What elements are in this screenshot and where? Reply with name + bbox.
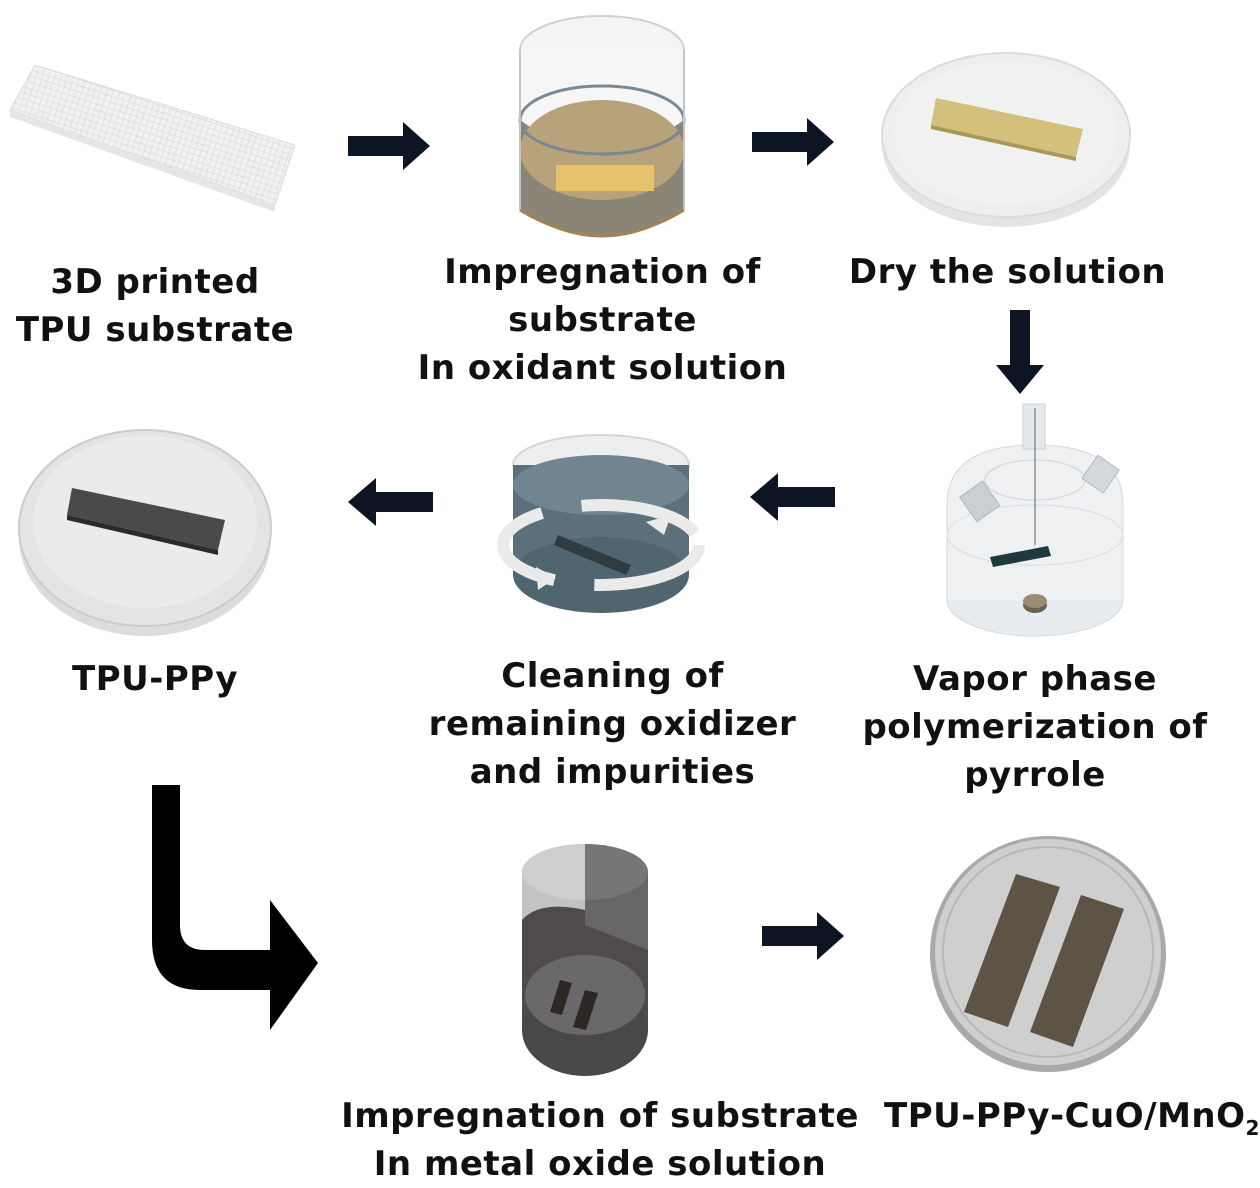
- arrow-right-icon: [752, 118, 837, 166]
- step-label-final: TPU-PPy-CuO/MnO2: [872, 1092, 1260, 1152]
- subscript: 2: [1245, 1115, 1260, 1140]
- label-line: In metal oxide solution: [373, 1144, 827, 1184]
- label-line: Impregnation of: [444, 252, 761, 292]
- step-label-dry: Dry the solution: [845, 248, 1170, 296]
- step-label-metal-oxide: Impregnation of substrate In metal oxide…: [340, 1092, 860, 1188]
- label-line: 3D printed: [50, 262, 260, 302]
- label-line: and impurities: [469, 752, 756, 792]
- label-line: TPU-PPy-CuO/MnO: [884, 1096, 1246, 1136]
- label-line: Impregnation of substrate: [341, 1096, 859, 1136]
- final-dish-illustration: [918, 832, 1178, 1077]
- cleaning-beaker-illustration: [496, 430, 706, 630]
- arrow-right-icon: [348, 122, 433, 170]
- label-line: Cleaning of: [501, 656, 724, 696]
- arrow-left-icon: [348, 478, 433, 526]
- step-label-tpu-ppy: TPU-PPy: [20, 655, 290, 703]
- label-line: remaining oxidizer: [428, 704, 797, 744]
- label-line: TPU-PPy: [72, 659, 238, 699]
- label-line: substrate: [508, 300, 697, 340]
- arrow-down-icon: [996, 310, 1046, 395]
- step-label-substrate: 3D printed TPU substrate: [0, 258, 310, 354]
- metal-oxide-beaker-illustration: [510, 840, 660, 1080]
- tpu-ppy-dish-illustration: [15, 410, 275, 640]
- arrow-right-icon: [762, 912, 847, 960]
- label-line: In oxidant solution: [417, 348, 788, 388]
- label-line: polymerization of: [862, 707, 1208, 747]
- label-line: Dry the solution: [848, 252, 1167, 292]
- step-label-oxidant: Impregnation of substrate In oxidant sol…: [410, 248, 795, 392]
- oxidant-beaker-illustration: [512, 10, 692, 250]
- label-line: Vapor phase: [913, 659, 1157, 699]
- bent-arrow-icon: [130, 780, 320, 1040]
- vpp-chamber-illustration: [935, 400, 1135, 640]
- step-label-cleaning: Cleaning of remaining oxidizer and impur…: [420, 652, 805, 796]
- label-line: TPU substrate: [15, 310, 295, 350]
- dry-petri-dish-illustration: [876, 35, 1136, 235]
- label-line: pyrrole: [964, 755, 1106, 795]
- arrow-left-icon: [750, 473, 835, 521]
- tpu-substrate-illustration: [5, 55, 295, 215]
- step-label-vpp: Vapor phase polymerization of pyrrole: [860, 655, 1210, 799]
